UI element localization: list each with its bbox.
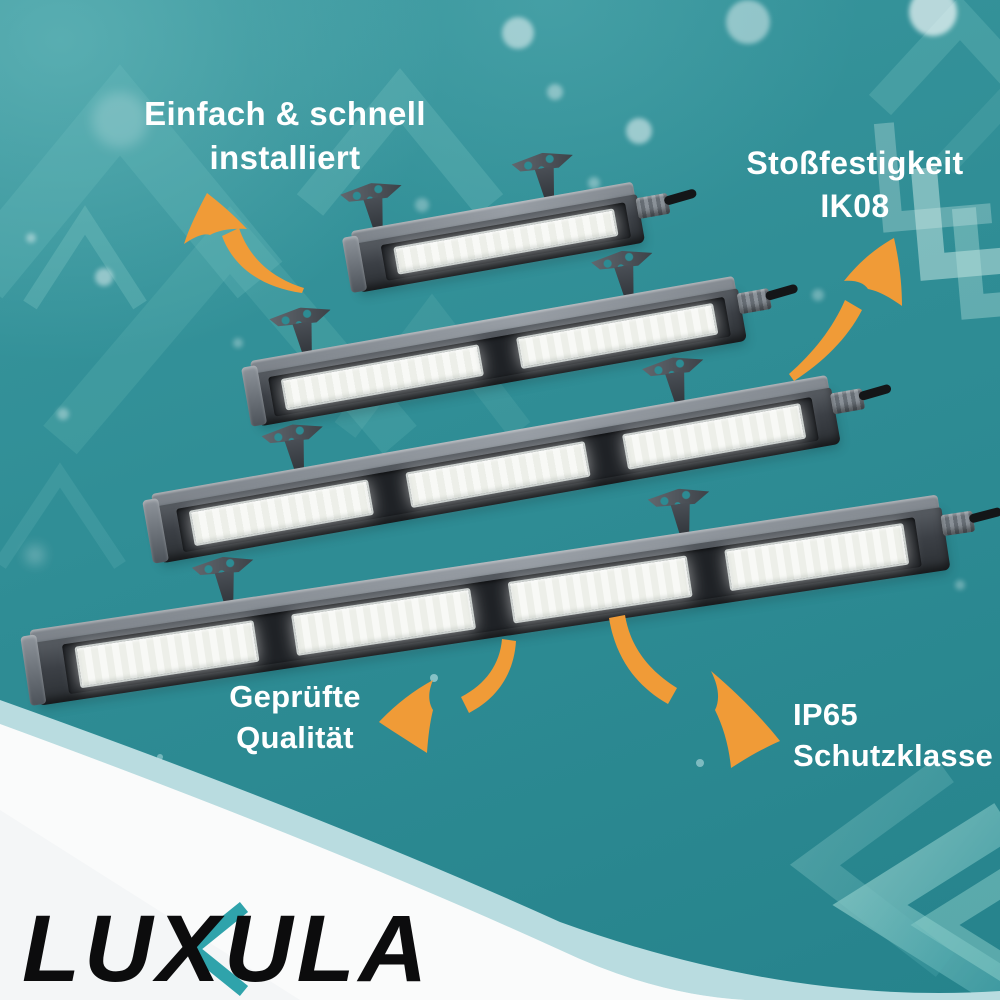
brand-logo-text: LUXULA: [22, 896, 431, 1000]
logo-x-accent-icon: [181, 901, 249, 997]
chevron-decor-icon: [873, 122, 1000, 320]
callout-line: Einfach & schnell: [144, 95, 426, 132]
brand-logo: LUXULA: [22, 893, 502, 1000]
callout-line: IK08: [820, 188, 890, 224]
callout-top-right: Stoßfestigkeit IK08: [695, 142, 1000, 228]
callout-top-left: Einfach & schnell installiert: [85, 92, 485, 180]
callout-line: IP65: [793, 697, 858, 732]
callout-line: Stoßfestigkeit: [746, 145, 964, 181]
curved-arrow-left-icon: [379, 639, 516, 753]
callout-line: Qualität: [236, 720, 354, 755]
callout-bottom-left: Geprüfte Qualität: [150, 676, 440, 758]
callout-line: Geprüfte: [229, 679, 361, 714]
white-footer-band: [0, 724, 745, 1000]
callout-line: Schutzklasse: [793, 738, 994, 773]
white-footer-sheen: [0, 724, 745, 1000]
chevron-decor-icon: [789, 757, 1000, 1000]
curved-arrow-up-icon: [184, 193, 304, 293]
bokeh-dots: [26, 0, 965, 590]
chevron-decor-icon: [868, 0, 1000, 174]
curved-arrow-up-right-icon: [789, 238, 902, 381]
curved-arrow-right-icon: [609, 615, 780, 768]
callout-bottom-right: IP65 Schutzklasse: [793, 694, 1000, 776]
callout-line: installiert: [209, 139, 361, 176]
